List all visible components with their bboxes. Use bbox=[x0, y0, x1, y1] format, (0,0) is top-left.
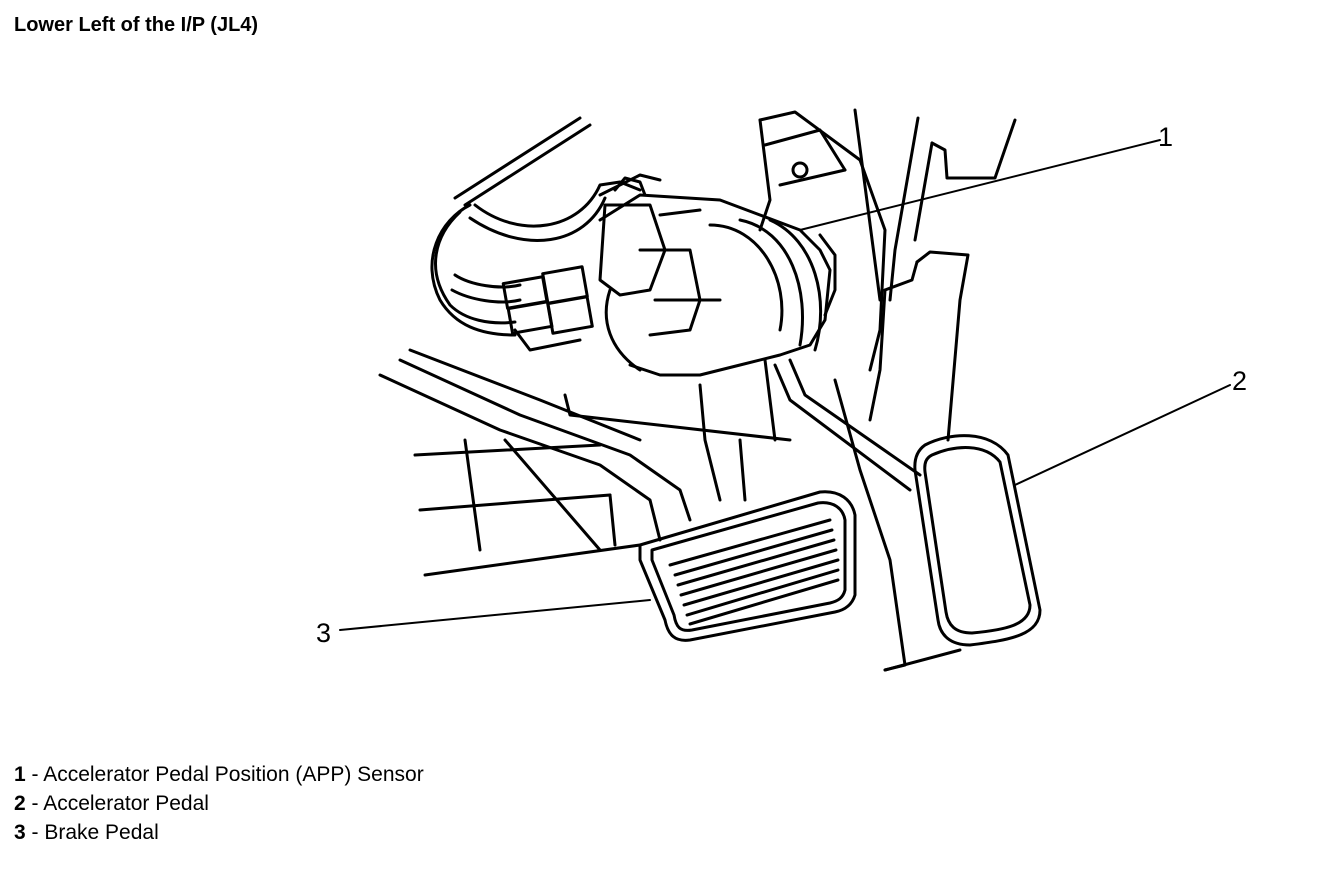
callout-3: 3 bbox=[316, 618, 331, 648]
legend-item: 2 - Accelerator Pedal bbox=[14, 789, 424, 818]
brake-pedal bbox=[638, 490, 857, 642]
leader-line-2 bbox=[1014, 384, 1231, 486]
accelerator-pedal-arm bbox=[773, 358, 922, 492]
legend-number: 1 bbox=[14, 763, 26, 786]
legend-separator: - bbox=[25, 792, 44, 815]
legend-label: Accelerator Pedal bbox=[43, 792, 209, 815]
leader-lines bbox=[339, 139, 1231, 631]
leader-line-1 bbox=[799, 139, 1161, 231]
legend-item: 1 - Accelerator Pedal Position (APP) Sen… bbox=[14, 760, 424, 789]
callout-1: 1 bbox=[1158, 122, 1173, 152]
accelerator-pedal bbox=[913, 434, 1042, 647]
legend-separator: - bbox=[25, 821, 45, 844]
mounting-bracket bbox=[758, 108, 1017, 672]
callout-2: 2 bbox=[1232, 366, 1247, 396]
legend-label: Brake Pedal bbox=[44, 821, 159, 844]
sensor-connector bbox=[501, 265, 594, 352]
leader-line-3 bbox=[339, 599, 651, 631]
legend-separator: - bbox=[25, 763, 44, 786]
app-sensor bbox=[598, 173, 837, 377]
diagram-title: Lower Left of the I/P (JL4) bbox=[14, 14, 259, 36]
legend: 1 - Accelerator Pedal Position (APP) Sen… bbox=[14, 760, 424, 847]
legend-item: 3 - Brake Pedal bbox=[14, 818, 424, 847]
wiring-harness bbox=[430, 116, 642, 337]
frame-lines bbox=[378, 348, 792, 577]
legend-number: 3 bbox=[14, 821, 26, 844]
legend-label: Accelerator Pedal Position (APP) Sensor bbox=[43, 763, 424, 786]
legend-number: 2 bbox=[14, 792, 26, 815]
